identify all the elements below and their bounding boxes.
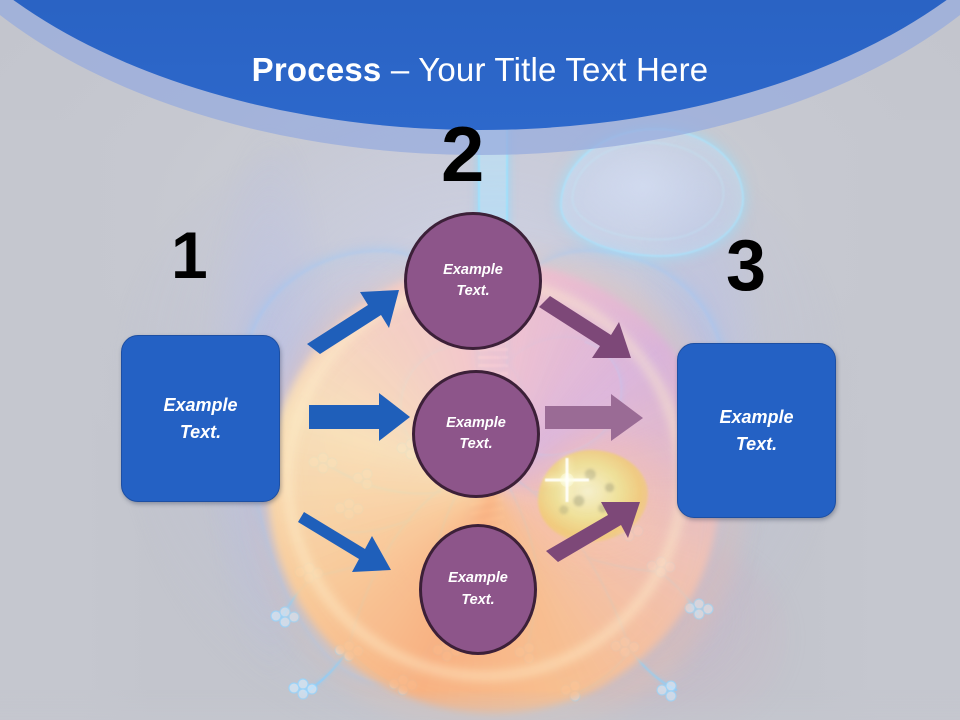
step-2-circle-top-line1: Example	[443, 261, 503, 278]
step-3-box-line1: Example	[719, 407, 794, 428]
page-title-separator: –	[381, 51, 419, 88]
step-3-box-text: Example Text.	[719, 404, 793, 456]
step-2-circle-bottom-line1: Example	[448, 570, 508, 587]
step-number-2: 2	[441, 110, 485, 198]
starburst-core	[560, 473, 574, 487]
page-title-strong: Process	[251, 51, 382, 88]
step-3-box-line2: Text.	[735, 433, 778, 454]
step-1-box-text: Example Text.	[163, 392, 237, 444]
slide-header: Process – Your Title Text Here	[0, 0, 960, 175]
step-2-circle-top[interactable]: Example Text.	[404, 212, 542, 350]
step-2-circle-top-line2: Text.	[456, 283, 490, 299]
step-2-circle-middle-line2: Text.	[459, 436, 493, 452]
step-number-3: 3	[726, 226, 767, 306]
step-2-circle-bottom-text: Example Text.	[448, 568, 508, 610]
step-1-box-line1: Example	[163, 395, 238, 416]
step-2-circle-middle[interactable]: Example Text.	[412, 370, 540, 498]
step-3-box[interactable]: Example Text.	[677, 343, 836, 518]
step-1-box-line2: Text.	[179, 421, 222, 442]
step-2-circle-bottom[interactable]: Example Text.	[419, 524, 537, 655]
page-title-light: Your Title Text Here	[418, 51, 709, 88]
step-1-box[interactable]: Example Text.	[121, 335, 280, 502]
page-title: Process – Your Title Text Here	[0, 51, 960, 88]
background-bottom-fade	[0, 690, 960, 720]
step-number-1: 1	[171, 218, 208, 292]
organ-blob-inner-icon	[572, 142, 724, 240]
step-2-circle-top-text: Example Text.	[443, 260, 503, 302]
step-2-circle-middle-line1: Example	[446, 414, 506, 431]
step-2-circle-bottom-line2: Text.	[461, 591, 495, 608]
starburst-icon	[545, 458, 589, 502]
step-2-circle-middle-text: Example Text.	[446, 413, 506, 455]
